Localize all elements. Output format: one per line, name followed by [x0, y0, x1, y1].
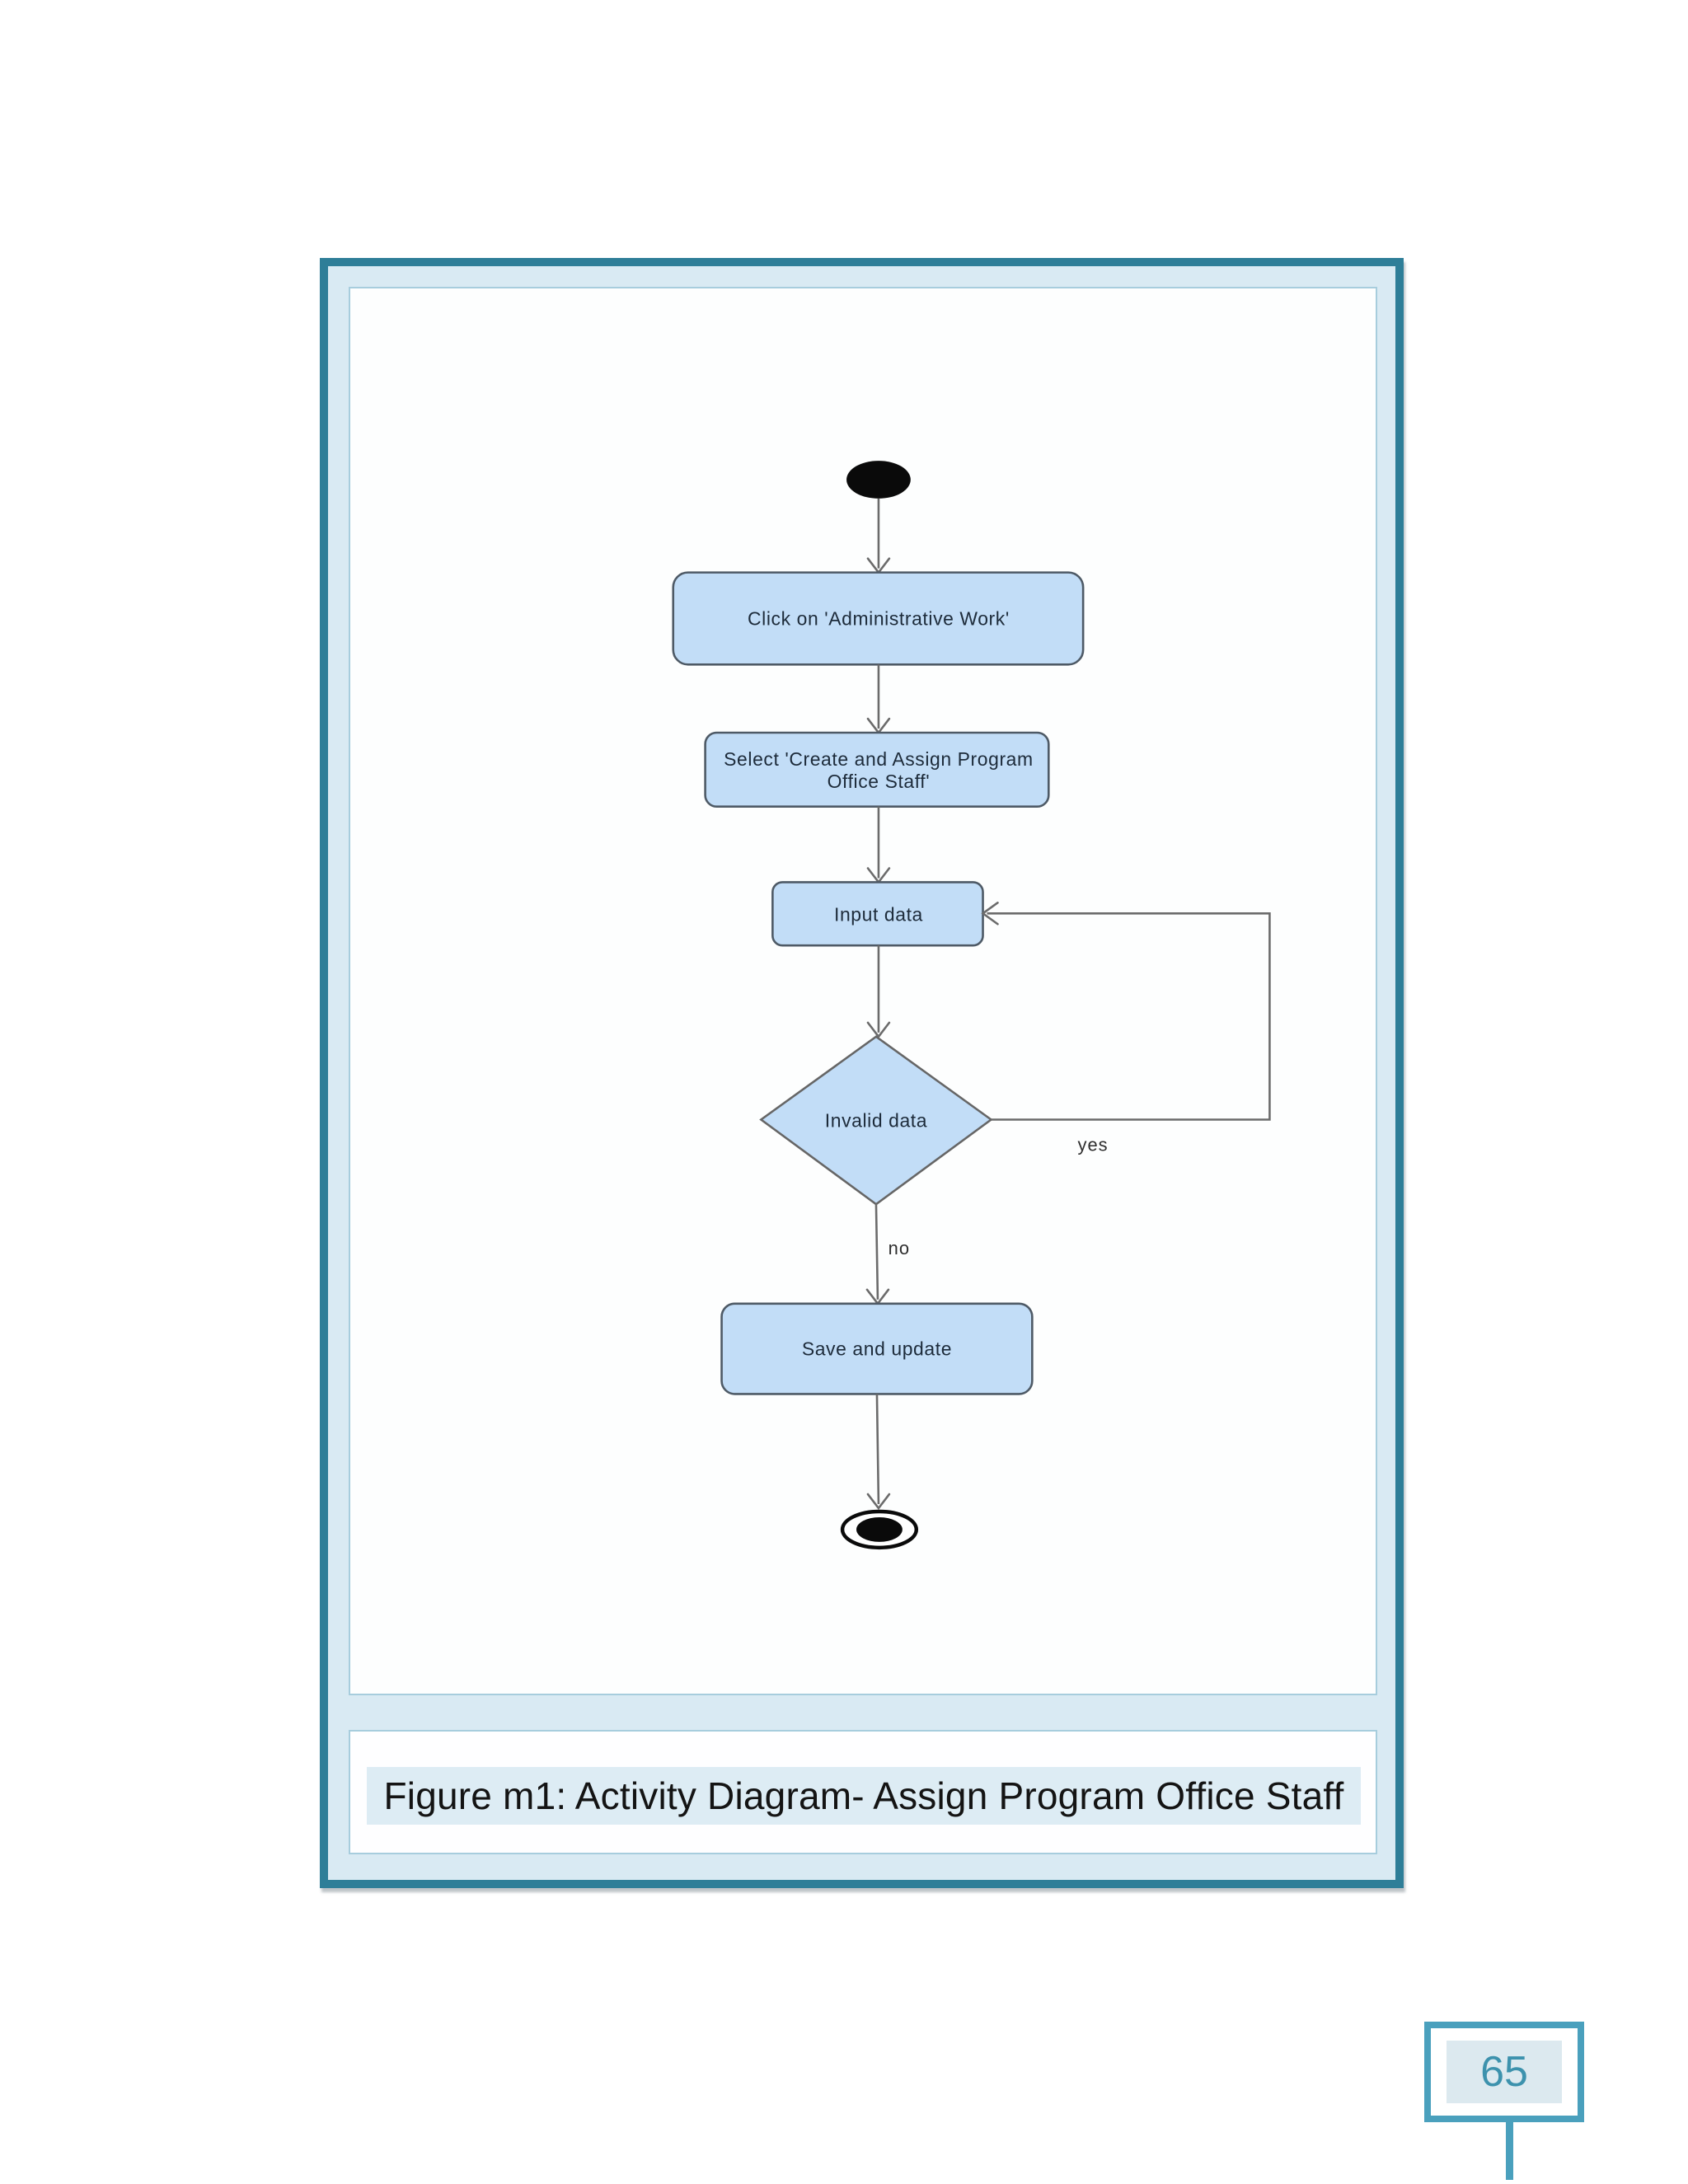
final-node-inner-dot	[856, 1516, 903, 1542]
decision-label: Invalid data	[825, 1109, 927, 1131]
activity-diagram: Click on 'Administrative Work' Select 'C…	[672, 461, 1271, 1550]
figure-caption: Figure m1: Activity Diagram- Assign Prog…	[383, 1774, 1344, 1817]
action-label: Input data	[834, 903, 923, 925]
flow-arrow-yes-loop	[987, 912, 1271, 1121]
figure-caption-row: Figure m1: Activity Diagram- Assign Prog…	[349, 1730, 1377, 1854]
page-number-badge-stem	[1506, 2122, 1513, 2180]
initial-node	[846, 461, 911, 499]
arrowhead-icon	[866, 1021, 891, 1038]
action-label: Office Staff'	[828, 771, 931, 792]
diagram-panel: Click on 'Administrative Work' Select 'C…	[349, 287, 1377, 1695]
document-frame: Click on 'Administrative Work' Select 'C…	[320, 258, 1404, 1888]
figure-caption-strip: Figure m1: Activity Diagram- Assign Prog…	[367, 1767, 1361, 1825]
action-label: Click on 'Administrative Work'	[748, 607, 1010, 629]
arrowhead-icon	[981, 902, 999, 926]
action-node-select-create-assign	[704, 731, 1050, 808]
action-label: Save and update	[802, 1338, 952, 1360]
flow-arrow-save-to-end	[875, 1394, 880, 1505]
action-label: Select 'Create and Assign Program	[724, 748, 1034, 770]
edge-label-no: no	[889, 1238, 910, 1258]
arrowhead-icon	[866, 1493, 891, 1511]
page-number: 65	[1447, 2041, 1562, 2103]
flow-arrow-no	[874, 1204, 879, 1300]
page-number-badge: 65	[1424, 2022, 1584, 2122]
edge-label-yes: yes	[1078, 1134, 1109, 1155]
